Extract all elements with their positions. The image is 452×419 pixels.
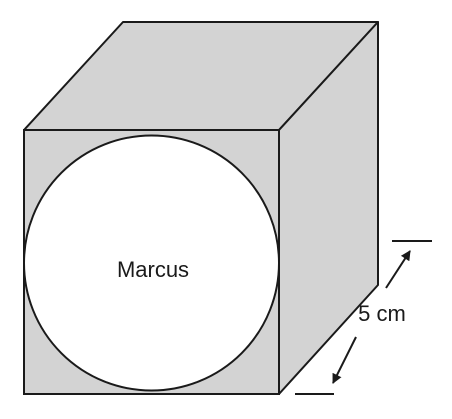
dimension-arrow-bottom	[332, 336, 357, 384]
inscribed-circle	[23, 134, 280, 392]
dimension-arrow-top	[385, 250, 411, 289]
circle-label: Marcus	[117, 257, 189, 282]
dimension-label: 5 cm	[358, 301, 406, 326]
